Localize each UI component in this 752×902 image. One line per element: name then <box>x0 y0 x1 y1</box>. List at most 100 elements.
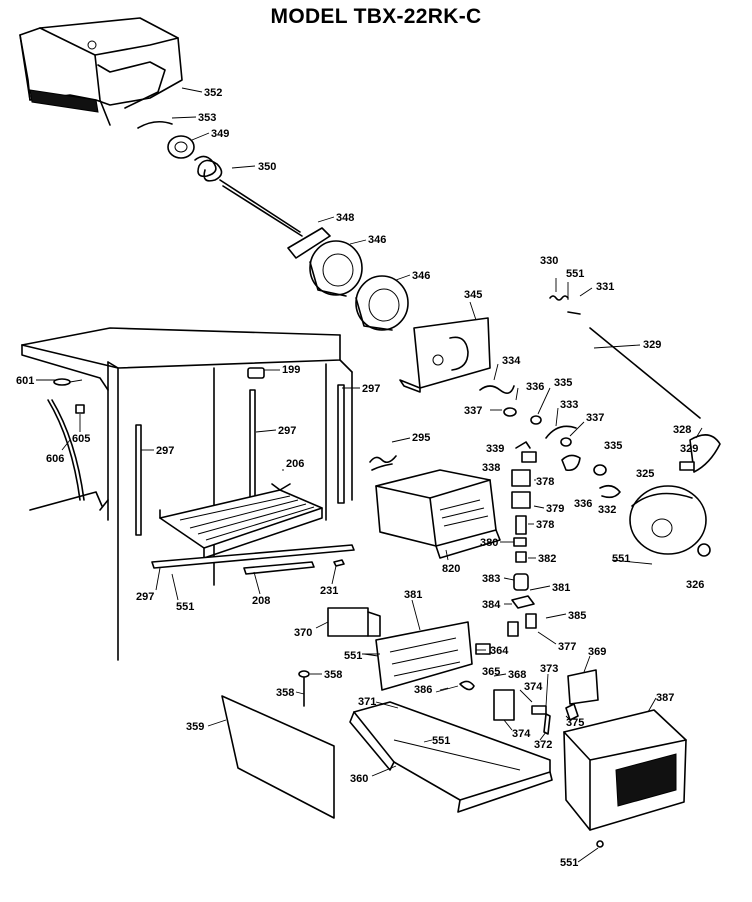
clip-part <box>515 441 531 449</box>
lever-part <box>545 425 577 439</box>
callout-378: 378 <box>536 476 554 488</box>
wire-shelf-part <box>159 483 323 559</box>
switch-part <box>511 469 531 487</box>
callout-378: 378 <box>536 519 554 531</box>
callout-358: 358 <box>276 687 294 699</box>
callout-329: 329 <box>643 339 661 351</box>
callout-297: 297 <box>136 591 154 603</box>
callout-375: 375 <box>566 717 584 729</box>
callout-374: 374 <box>524 681 543 693</box>
fan-housing-part <box>355 275 409 331</box>
callout-336: 336 <box>574 498 592 510</box>
callout-335: 335 <box>604 440 622 452</box>
flap-part <box>689 434 721 473</box>
callout-331: 331 <box>596 281 614 293</box>
callout-383: 383 <box>482 573 500 585</box>
switch-part <box>511 491 531 509</box>
callout-381: 381 <box>404 589 422 601</box>
callout-335: 335 <box>554 377 572 389</box>
leader-lines <box>36 87 703 863</box>
callout-387: 387 <box>656 692 674 704</box>
callout-377: 377 <box>558 641 576 653</box>
callout-334: 334 <box>502 355 521 367</box>
lever-arm-part <box>567 311 701 419</box>
cam-lever-part <box>599 484 621 499</box>
callout-332: 332 <box>598 504 616 516</box>
callout-353: 353 <box>198 112 216 124</box>
callout-329: 329 <box>680 443 698 455</box>
callout-386: 386 <box>414 684 432 696</box>
callout-208: 208 <box>252 595 270 607</box>
callout-380: 380 <box>480 537 498 549</box>
bucket-clip-part <box>137 120 173 129</box>
callout-384: 384 <box>482 599 501 611</box>
switch-arm-part <box>479 385 515 394</box>
motor-mount-plate-part <box>399 317 491 393</box>
callout-199: 199 <box>282 364 300 376</box>
callout-605: 605 <box>72 433 90 445</box>
callout-373: 373 <box>540 663 558 675</box>
callout-551: 551 <box>176 601 194 613</box>
callout-297: 297 <box>362 383 380 395</box>
door-strip-part <box>47 399 81 501</box>
callout-231: 231 <box>320 585 338 597</box>
callout-333: 333 <box>560 399 578 411</box>
control-board-part <box>375 621 473 691</box>
fan-motor-part <box>629 485 707 555</box>
grille-housing-part <box>563 709 687 831</box>
callout-345: 345 <box>464 289 482 301</box>
spring-part <box>549 295 569 301</box>
callout-551: 551 <box>560 857 578 869</box>
cover-panel-part <box>221 695 335 819</box>
callout-551: 551 <box>612 553 630 565</box>
callout-365: 365 <box>482 666 500 678</box>
model-title: MODEL TBX-22RK-C <box>270 5 482 28</box>
washer-part <box>560 437 572 447</box>
wire-harness-part <box>369 455 397 471</box>
light-cover-part <box>247 367 265 379</box>
callout-551: 551 <box>432 735 450 747</box>
callout-371: 371 <box>358 696 376 708</box>
callout-337: 337 <box>464 405 482 417</box>
shelf-rail-part <box>151 544 355 569</box>
bearing-part <box>167 135 195 159</box>
switch-bracket-part <box>567 669 599 705</box>
callout-297: 297 <box>156 445 174 457</box>
callout-352: 352 <box>204 87 222 99</box>
callout-325: 325 <box>636 468 654 480</box>
callout-348: 348 <box>336 212 354 224</box>
callout-382: 382 <box>538 553 556 565</box>
washer-part <box>593 464 607 476</box>
solenoid-part <box>493 689 515 721</box>
callout-551: 551 <box>344 650 362 662</box>
callout-364: 364 <box>490 645 509 657</box>
callout-601: 601 <box>16 375 34 387</box>
shelf-support-part <box>249 389 256 501</box>
callout-206: 206 <box>286 458 304 470</box>
callout-379: 379 <box>546 503 564 515</box>
callout-360: 360 <box>350 773 368 785</box>
callout-297: 297 <box>278 425 296 437</box>
small-bracket-part <box>75 404 85 414</box>
callout-358: 358 <box>324 669 342 681</box>
screw-part <box>596 840 604 848</box>
callout-labels: 352 353 349 350 348 346 346 345 330 551 … <box>16 87 704 869</box>
callout-330: 330 <box>540 255 558 267</box>
callout-339: 339 <box>486 443 504 455</box>
clip-part <box>679 461 695 471</box>
grommet-part <box>697 543 711 557</box>
shelf-support-part <box>135 424 142 536</box>
sleeve-part <box>513 573 529 591</box>
callout-370: 370 <box>294 627 312 639</box>
callout-346: 346 <box>368 234 386 246</box>
ice-maker-assembly-part <box>375 469 501 559</box>
callout-820: 820 <box>442 563 460 575</box>
callout-606: 606 <box>46 453 64 465</box>
clip-part <box>333 559 345 567</box>
gear-part <box>459 680 475 691</box>
callout-326: 326 <box>686 579 704 591</box>
callout-336: 336 <box>526 381 544 393</box>
callout-374: 374 <box>512 728 531 740</box>
callout-338: 338 <box>482 462 500 474</box>
